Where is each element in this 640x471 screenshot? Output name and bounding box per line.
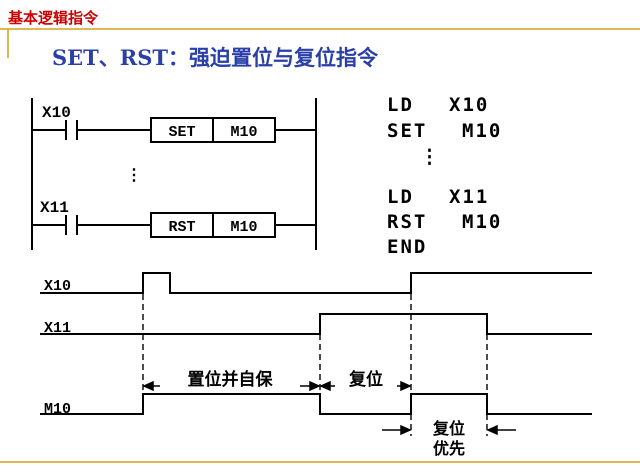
set-operand-label: M10	[230, 124, 257, 141]
m10-waveform	[40, 393, 592, 415]
section-title: 基本逻辑指令	[8, 9, 99, 27]
guide-lines	[142, 294, 488, 436]
il-line-4-arg: X11	[449, 186, 489, 208]
il-ellipsis: ⋮	[420, 146, 441, 168]
rst-instruction-label: RST	[168, 219, 195, 236]
reset-label-bg	[335, 368, 397, 392]
x10-waveform	[40, 272, 592, 294]
il-line-5-op: RST	[387, 211, 427, 233]
set-hold-label-bg	[160, 368, 300, 392]
x11-waveform	[40, 313, 592, 335]
slide-title: SET、RST：强迫置位与复位指令	[52, 45, 379, 70]
il-line-2-arg: M10	[462, 120, 502, 142]
il-line-1-arg: X10	[449, 94, 489, 116]
signal-label-x10: X10	[44, 278, 71, 295]
contact-label-x11: X11	[40, 199, 69, 217]
il-line-6-op: END	[387, 236, 427, 258]
rung-1	[32, 117, 316, 143]
reset-priority-label-line2: 优先	[433, 439, 465, 458]
set-instruction-label: SET	[168, 124, 195, 141]
signal-label-x11: X11	[44, 320, 71, 337]
set-hold-label: 置位并自保	[188, 369, 274, 390]
signal-label-m10: M10	[44, 401, 71, 418]
contact-label-x10: X10	[42, 104, 71, 122]
il-line-4-op: LD	[387, 186, 414, 208]
il-line-2-op: SET	[387, 120, 427, 142]
ladder-diagram	[31, 98, 317, 250]
il-line-1-op: LD	[387, 94, 414, 116]
reset-label: 复位	[348, 369, 383, 390]
ladder-ellipsis: ⋮	[126, 167, 142, 185]
timing-diagram: X10 X11 M10	[40, 272, 592, 458]
instruction-list: LD X10 SET M10 ⋮ LD X11 RST M10 END	[387, 94, 502, 258]
rung-2	[32, 212, 316, 238]
il-line-5-arg: M10	[462, 211, 502, 233]
rst-operand-label: M10	[230, 219, 257, 236]
reset-priority-label-line1: 复位	[432, 419, 465, 438]
reset-priority-dimension	[382, 424, 516, 436]
